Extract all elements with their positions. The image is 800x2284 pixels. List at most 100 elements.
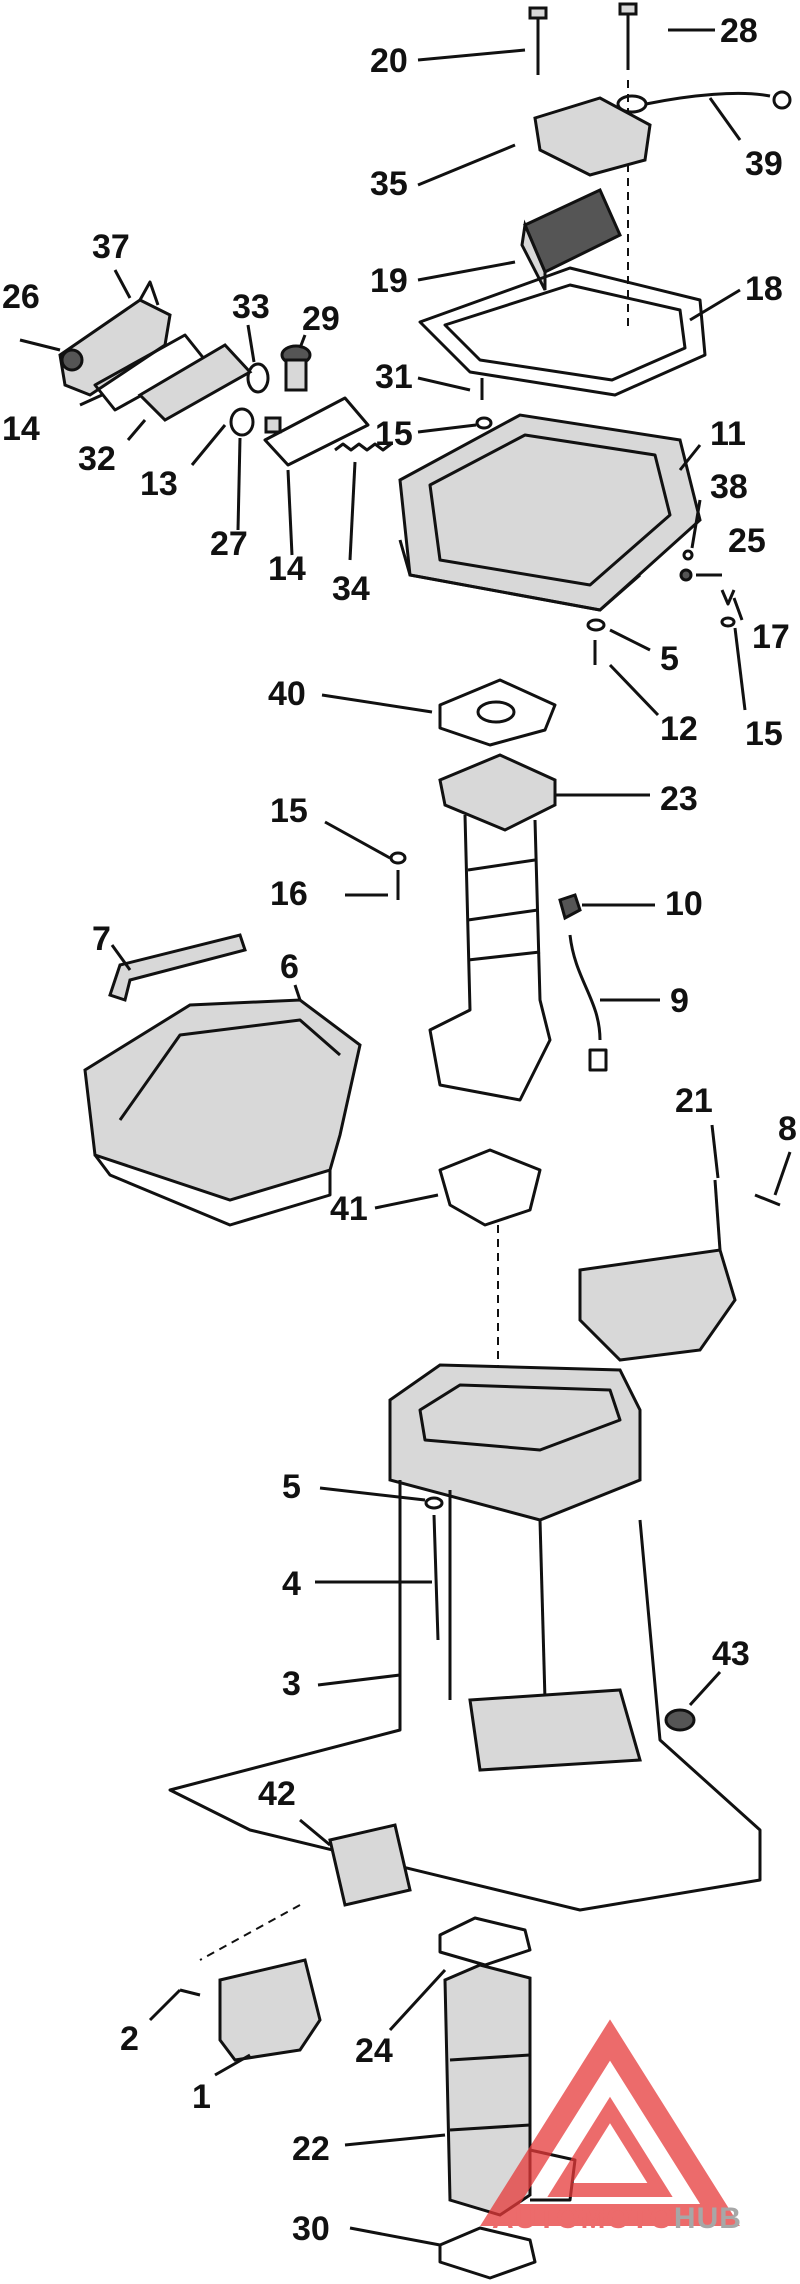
part-screw-2 [179, 1988, 201, 1997]
label-20: 20 [370, 42, 408, 80]
part-plate-13 [137, 343, 253, 422]
label-19: 19 [370, 262, 408, 300]
label-39: 39 [745, 145, 783, 183]
label-23: 23 [660, 780, 698, 818]
label-5a: 5 [660, 640, 679, 678]
label-25: 25 [728, 522, 766, 560]
part-screw-8 [754, 1193, 781, 1207]
part-valve-29 [280, 344, 312, 392]
part-bolt-28 [618, 2, 638, 70]
label-15c: 15 [270, 792, 308, 830]
part-washer-5b [424, 1496, 444, 1510]
part-17 [720, 589, 736, 606]
part-cover-6 [83, 998, 362, 1227]
part-bolt-20 [528, 6, 548, 75]
label-15a: 15 [375, 415, 413, 453]
part-cover-21 [578, 1179, 737, 1362]
label-26: 26 [2, 278, 40, 316]
part-plug-43 [664, 1708, 696, 1732]
label-4: 4 [282, 1565, 301, 1603]
leader-lines [79, 28, 792, 2247]
part-gasket-18-inner [443, 283, 687, 382]
label-2: 2 [120, 2020, 139, 2058]
label-18: 18 [745, 270, 783, 308]
part-plate-1 [218, 1958, 322, 2062]
watermark-inner-triangle-icon [547, 2096, 673, 2197]
part-25 [679, 568, 693, 582]
watermark-logo: AUTOMOTOHUB [480, 2019, 742, 2235]
label-41: 41 [330, 1190, 368, 1228]
part-washer-5a [586, 618, 606, 632]
label-34: 34 [332, 570, 370, 608]
label-37: 37 [92, 228, 130, 266]
label-43: 43 [712, 1635, 750, 1673]
part-washer-15a [475, 416, 493, 430]
label-12: 12 [660, 710, 698, 748]
part-exhaust-tube-23 [428, 753, 557, 1102]
label-5b: 5 [282, 1468, 301, 1506]
label-15b: 15 [745, 715, 783, 753]
watermark-text: AUTOMOTOHUB [492, 2202, 742, 2235]
part-ring-33 [246, 362, 270, 394]
label-22: 22 [292, 2130, 330, 2168]
label-32: 32 [78, 440, 116, 478]
part-grommet-10 [558, 893, 582, 921]
label-17: 17 [752, 618, 790, 656]
part-cover-37 [58, 280, 172, 397]
part-washer-15c [389, 851, 407, 865]
label-13: 13 [140, 465, 178, 503]
label-3: 3 [282, 1665, 301, 1703]
watermark-triangle-icon [480, 2019, 740, 2226]
part-check-valve-27 [229, 407, 255, 437]
label-28: 28 [720, 12, 758, 50]
part-tube-22 [443, 1963, 577, 2217]
label-14a: 14 [2, 410, 40, 448]
label-35: 35 [370, 165, 408, 203]
label-42: 42 [258, 1775, 296, 1813]
label-27: 27 [210, 525, 248, 563]
part-gasket-30 [438, 2226, 537, 2280]
guide-line-3 [199, 1904, 301, 1961]
part-bolt-4 [432, 1514, 440, 1641]
label-21: 21 [675, 1082, 713, 1120]
part-bracket-7 [108, 933, 247, 1002]
part-washer-15b [720, 616, 736, 628]
label-31: 31 [375, 358, 413, 396]
part-hose-9 [568, 934, 602, 1041]
label-30: 30 [292, 2210, 330, 2248]
part-gasket-18 [418, 266, 707, 397]
label-8: 8 [778, 1110, 797, 1148]
part-adapter-11 [398, 413, 702, 612]
part-gasket-40-hole [476, 700, 516, 724]
part-labels: 20 28 39 35 19 18 37 26 33 29 31 15 11 3… [2, 12, 797, 2248]
part-block-42 [328, 1823, 412, 1907]
label-9: 9 [670, 982, 689, 1020]
label-29: 29 [302, 300, 340, 338]
label-16: 16 [270, 875, 308, 913]
part-wire-39 [616, 90, 792, 114]
part-gasket-24 [438, 1916, 532, 1967]
part-fitting [264, 416, 282, 434]
part-spring-34 [334, 442, 392, 452]
label-7: 7 [92, 920, 111, 958]
label-24: 24 [355, 2032, 393, 2070]
part-module-19 [520, 187, 622, 291]
label-6: 6 [280, 948, 299, 986]
part-housing-3 [168, 1363, 762, 1912]
label-1: 1 [192, 2078, 211, 2116]
part-hose-end [588, 1048, 608, 1072]
label-33: 33 [232, 288, 270, 326]
part-screw-26 [19, 338, 61, 352]
part-seal-41 [438, 1148, 542, 1227]
part-38 [682, 549, 694, 561]
label-14b: 14 [268, 550, 306, 588]
part-gasket-14 [263, 396, 370, 467]
label-40: 40 [268, 675, 306, 713]
part-gasket-35 [533, 96, 652, 177]
label-11: 11 [710, 415, 746, 453]
part-gasket-40 [438, 678, 557, 747]
label-10: 10 [665, 885, 703, 923]
label-38: 38 [710, 468, 748, 506]
